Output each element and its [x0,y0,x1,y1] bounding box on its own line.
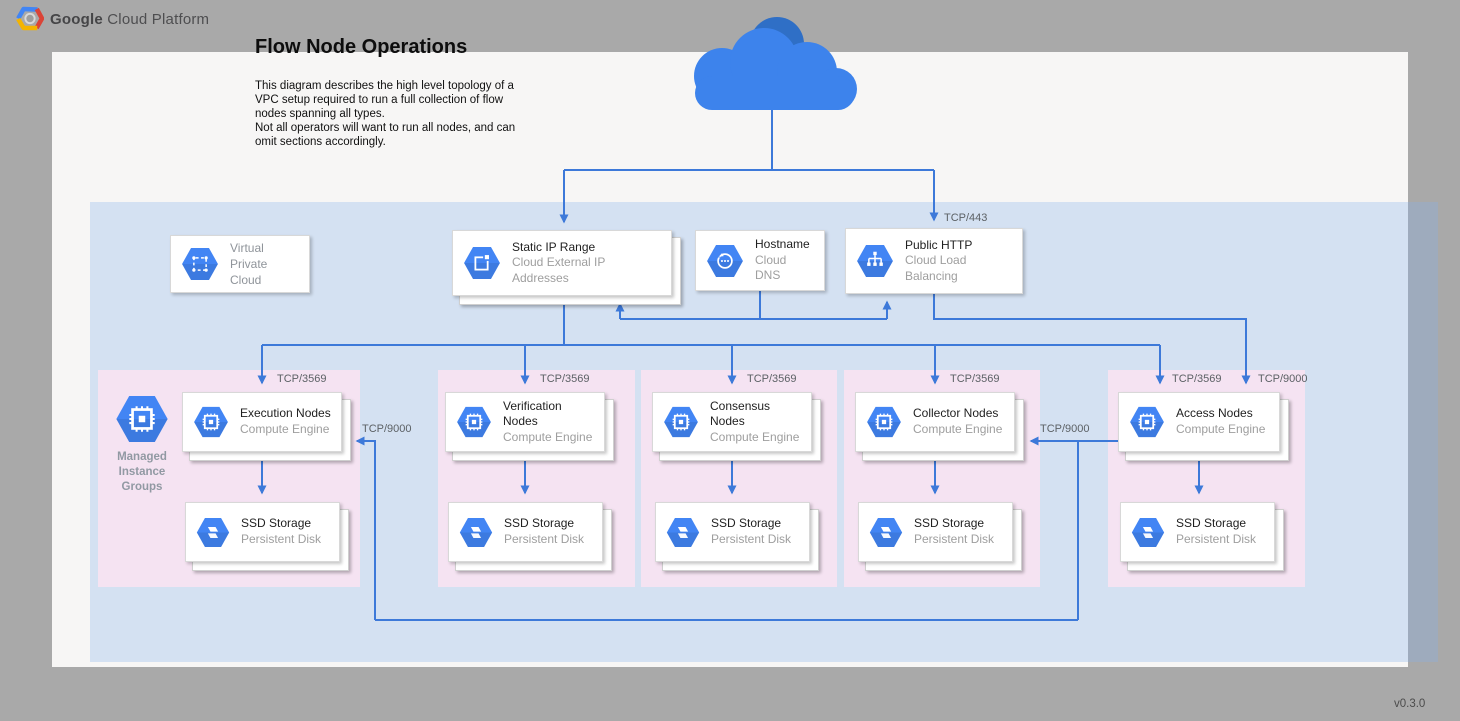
compute-engine-icon [1129,406,1165,438]
collector-ssd-card: SSD Storage Persistent Disk [858,502,1022,571]
card-subtitle: Persistent Disk [1176,532,1257,546]
managed-instance-groups-label: Managed Instance Groups [117,451,167,493]
port-label-tcp3569-execution: TCP/3569 [277,373,327,385]
card-title: Collector Nodes [913,406,999,421]
verification-ssd-card: SSD Storage Persistent Disk [448,502,612,571]
card-subtitle: Cloud Load Balancing [905,253,967,283]
persistent-disk-icon [869,517,903,548]
card-subtitle: Persistent Disk [241,532,322,546]
port-label-tcp3569-collector: TCP/3569 [950,373,1000,385]
card-subtitle: Cloud DNS [755,252,787,283]
card-subtitle: Compute Engine [1176,422,1266,436]
brand-google: Google [50,11,103,28]
persistent-disk-icon [459,517,493,548]
brand-cloud-platform: Cloud Platform [107,11,210,28]
card-subtitle: Compute Engine [710,429,800,444]
access-nodes-card: Access Nodes Compute Engine [1118,392,1289,461]
version-label: v0.3.0 [1394,698,1426,710]
consensus-ssd-card: SSD Storage Persistent Disk [655,502,819,571]
external-ip-icon [463,246,501,280]
execution-nodes-card: Execution Nodes Compute Engine [182,392,351,461]
static-ip-range-card: Static IP Range Cloud External IP Addres… [452,230,681,305]
verification-nodes-card: Verification Nodes Compute Engine [445,392,614,461]
port-label-tcp9000-access-top: TCP/9000 [1258,373,1308,385]
access-ssd-card: SSD Storage Persistent Disk [1120,502,1284,571]
cloud-dns-icon [706,244,744,278]
card-title: SSD Storage [711,516,782,531]
consensus-nodes-card: Consensus Nodes Compute Engine [652,392,821,461]
card-subtitle: Compute Engine [503,429,593,444]
public-http-card: Public HTTP Cloud Load Balancing [845,228,1023,294]
port-label-tcp3569-access: TCP/3569 [1172,373,1222,385]
page-title: Flow Node Operations [255,36,468,58]
execution-ssd-card: SSD Storage Persistent Disk [185,502,349,571]
card-subtitle: Persistent Disk [504,532,585,546]
card-title: Static IP Range [512,239,596,254]
card-title: SSD Storage [914,516,985,531]
card-title: Execution Nodes [240,406,331,421]
brand-title: Google Cloud Platform [50,11,209,28]
card-title: SSD Storage [504,516,575,531]
port-label-tcp3569-verification: TCP/3569 [540,373,590,385]
card-subtitle: Persistent Disk [914,532,995,546]
internet-cloud-icon [694,17,857,110]
persistent-disk-icon [1131,517,1165,548]
persistent-disk-icon [666,517,700,548]
compute-engine-icon [193,406,229,438]
card-title: Verification Nodes [503,398,562,429]
hostname-card: Hostname Cloud DNS [695,230,825,291]
card-title: Hostname [755,237,810,252]
card-subtitle: Cloud External IP Addresses [512,255,606,285]
card-title: Public HTTP [905,237,973,252]
port-label-tcp9000-collector: TCP/9000 [1040,423,1090,435]
vpc-label-line1: Virtual [230,240,264,255]
port-label-tcp9000-execution: TCP/9000 [362,423,412,435]
card-title: Access Nodes [1176,406,1253,421]
port-label-tcp443: TCP/443 [944,212,988,224]
card-title: Consensus Nodes [710,398,771,429]
card-subtitle: Compute Engine [913,422,1003,436]
collector-nodes-card: Collector Nodes Compute Engine [855,392,1024,461]
vpc-icon [181,247,219,281]
load-balancer-icon [856,244,894,278]
compute-engine-icon [663,406,699,438]
card-title: SSD Storage [1176,516,1247,531]
port-label-tcp3569-consensus: TCP/3569 [747,373,797,385]
compute-engine-icon [866,406,902,438]
compute-engine-icon [456,406,492,438]
card-subtitle: Persistent Disk [711,532,792,546]
gcp-logo-icon [16,6,44,31]
card-title: SSD Storage [241,516,312,531]
diagram-description: This diagram describes the high level to… [255,80,516,149]
card-subtitle: Compute Engine [240,422,330,436]
vpc-label-line2: Private Cloud [230,256,268,288]
virtual-private-cloud-card: Virtual Private Cloud [170,235,310,293]
persistent-disk-icon [196,517,230,548]
managed-instance-groups-icon [115,394,169,444]
